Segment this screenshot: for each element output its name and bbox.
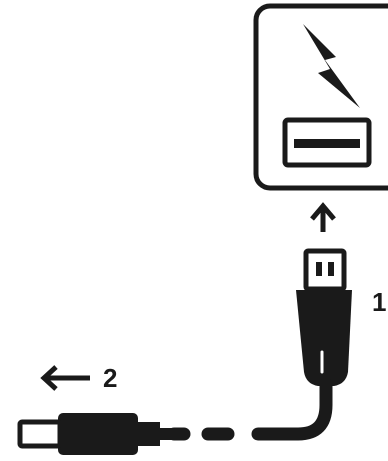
usb-plug-2 bbox=[17, 413, 172, 455]
step-label-2: 2 bbox=[103, 363, 117, 393]
usb-cable bbox=[167, 377, 333, 441]
lightning-bolt-icon bbox=[303, 24, 360, 108]
power-outlet-icon bbox=[253, 3, 388, 191]
up-arrow-icon bbox=[310, 202, 336, 232]
usb-plug-1 bbox=[296, 248, 352, 386]
step-label-1: 1 bbox=[372, 287, 386, 317]
usb-port-icon bbox=[282, 117, 372, 168]
left-arrow-icon bbox=[40, 365, 90, 391]
charger-box bbox=[253, 3, 388, 191]
usb-plug-tip bbox=[303, 248, 347, 292]
usb-plug-body bbox=[296, 290, 352, 386]
